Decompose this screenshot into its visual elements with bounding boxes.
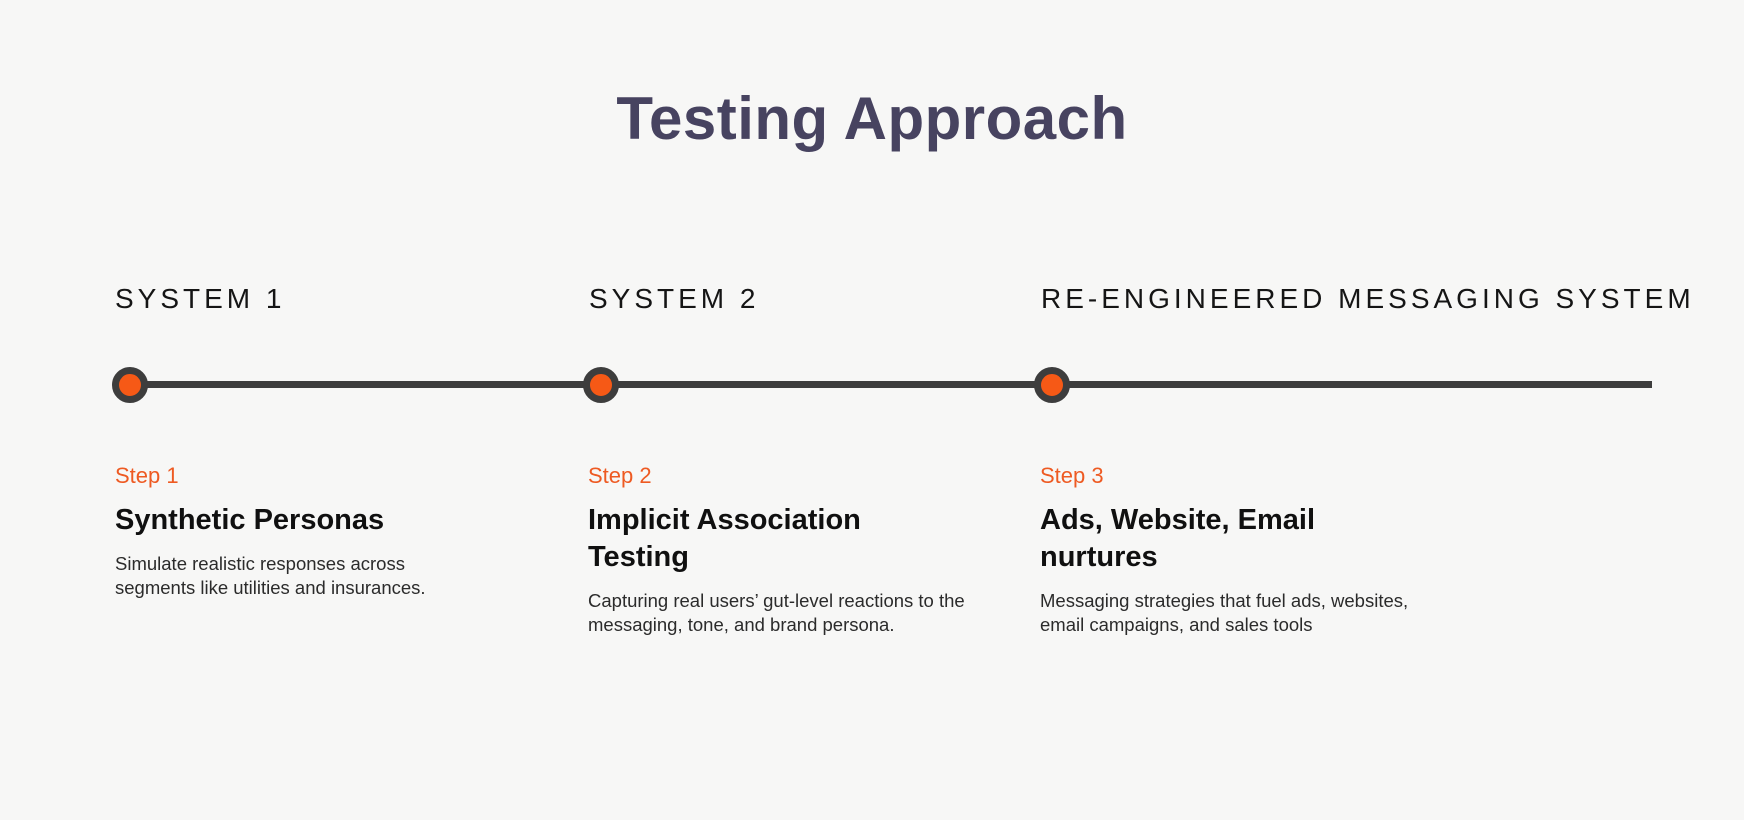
timeline-dot-3 <box>1034 367 1070 403</box>
step-heading-3: Ads, Website, Email nurtures <box>1040 504 1316 573</box>
system-label-1: SYSTEM 1 <box>115 283 286 314</box>
timeline-dot-2 <box>583 367 619 403</box>
step-label-3: Step 3 <box>1040 463 1104 488</box>
step-description-2: Capturing real users’ gut-level reaction… <box>588 590 965 635</box>
timeline-dot-1 <box>112 367 148 403</box>
timeline-step-3: Step 3 Ads, Website, Email nurtures Mess… <box>1040 463 1440 637</box>
step-description-1: Simulate realistic responses across segm… <box>115 553 426 598</box>
step-heading-2: Implicit Association Testing <box>588 504 861 573</box>
step-label-2: Step 2 <box>588 463 652 488</box>
timeline-line <box>130 381 1652 388</box>
system-label-3: RE-ENGINEERED MESSAGING SYSTEM <box>1041 283 1695 314</box>
step-label-1: Step 1 <box>115 463 179 488</box>
step-description-3: Messaging strategies that fuel ads, webs… <box>1040 590 1409 635</box>
timeline-step-2: Step 2 Implicit Association Testing Capt… <box>588 463 1013 637</box>
slide-title: Testing Approach <box>616 85 1128 152</box>
step-heading-1: Synthetic Personas <box>115 504 385 536</box>
system-label-2: SYSTEM 2 <box>589 283 760 314</box>
timeline-step-1: Step 1 Synthetic Personas Simulate reali… <box>115 463 455 600</box>
